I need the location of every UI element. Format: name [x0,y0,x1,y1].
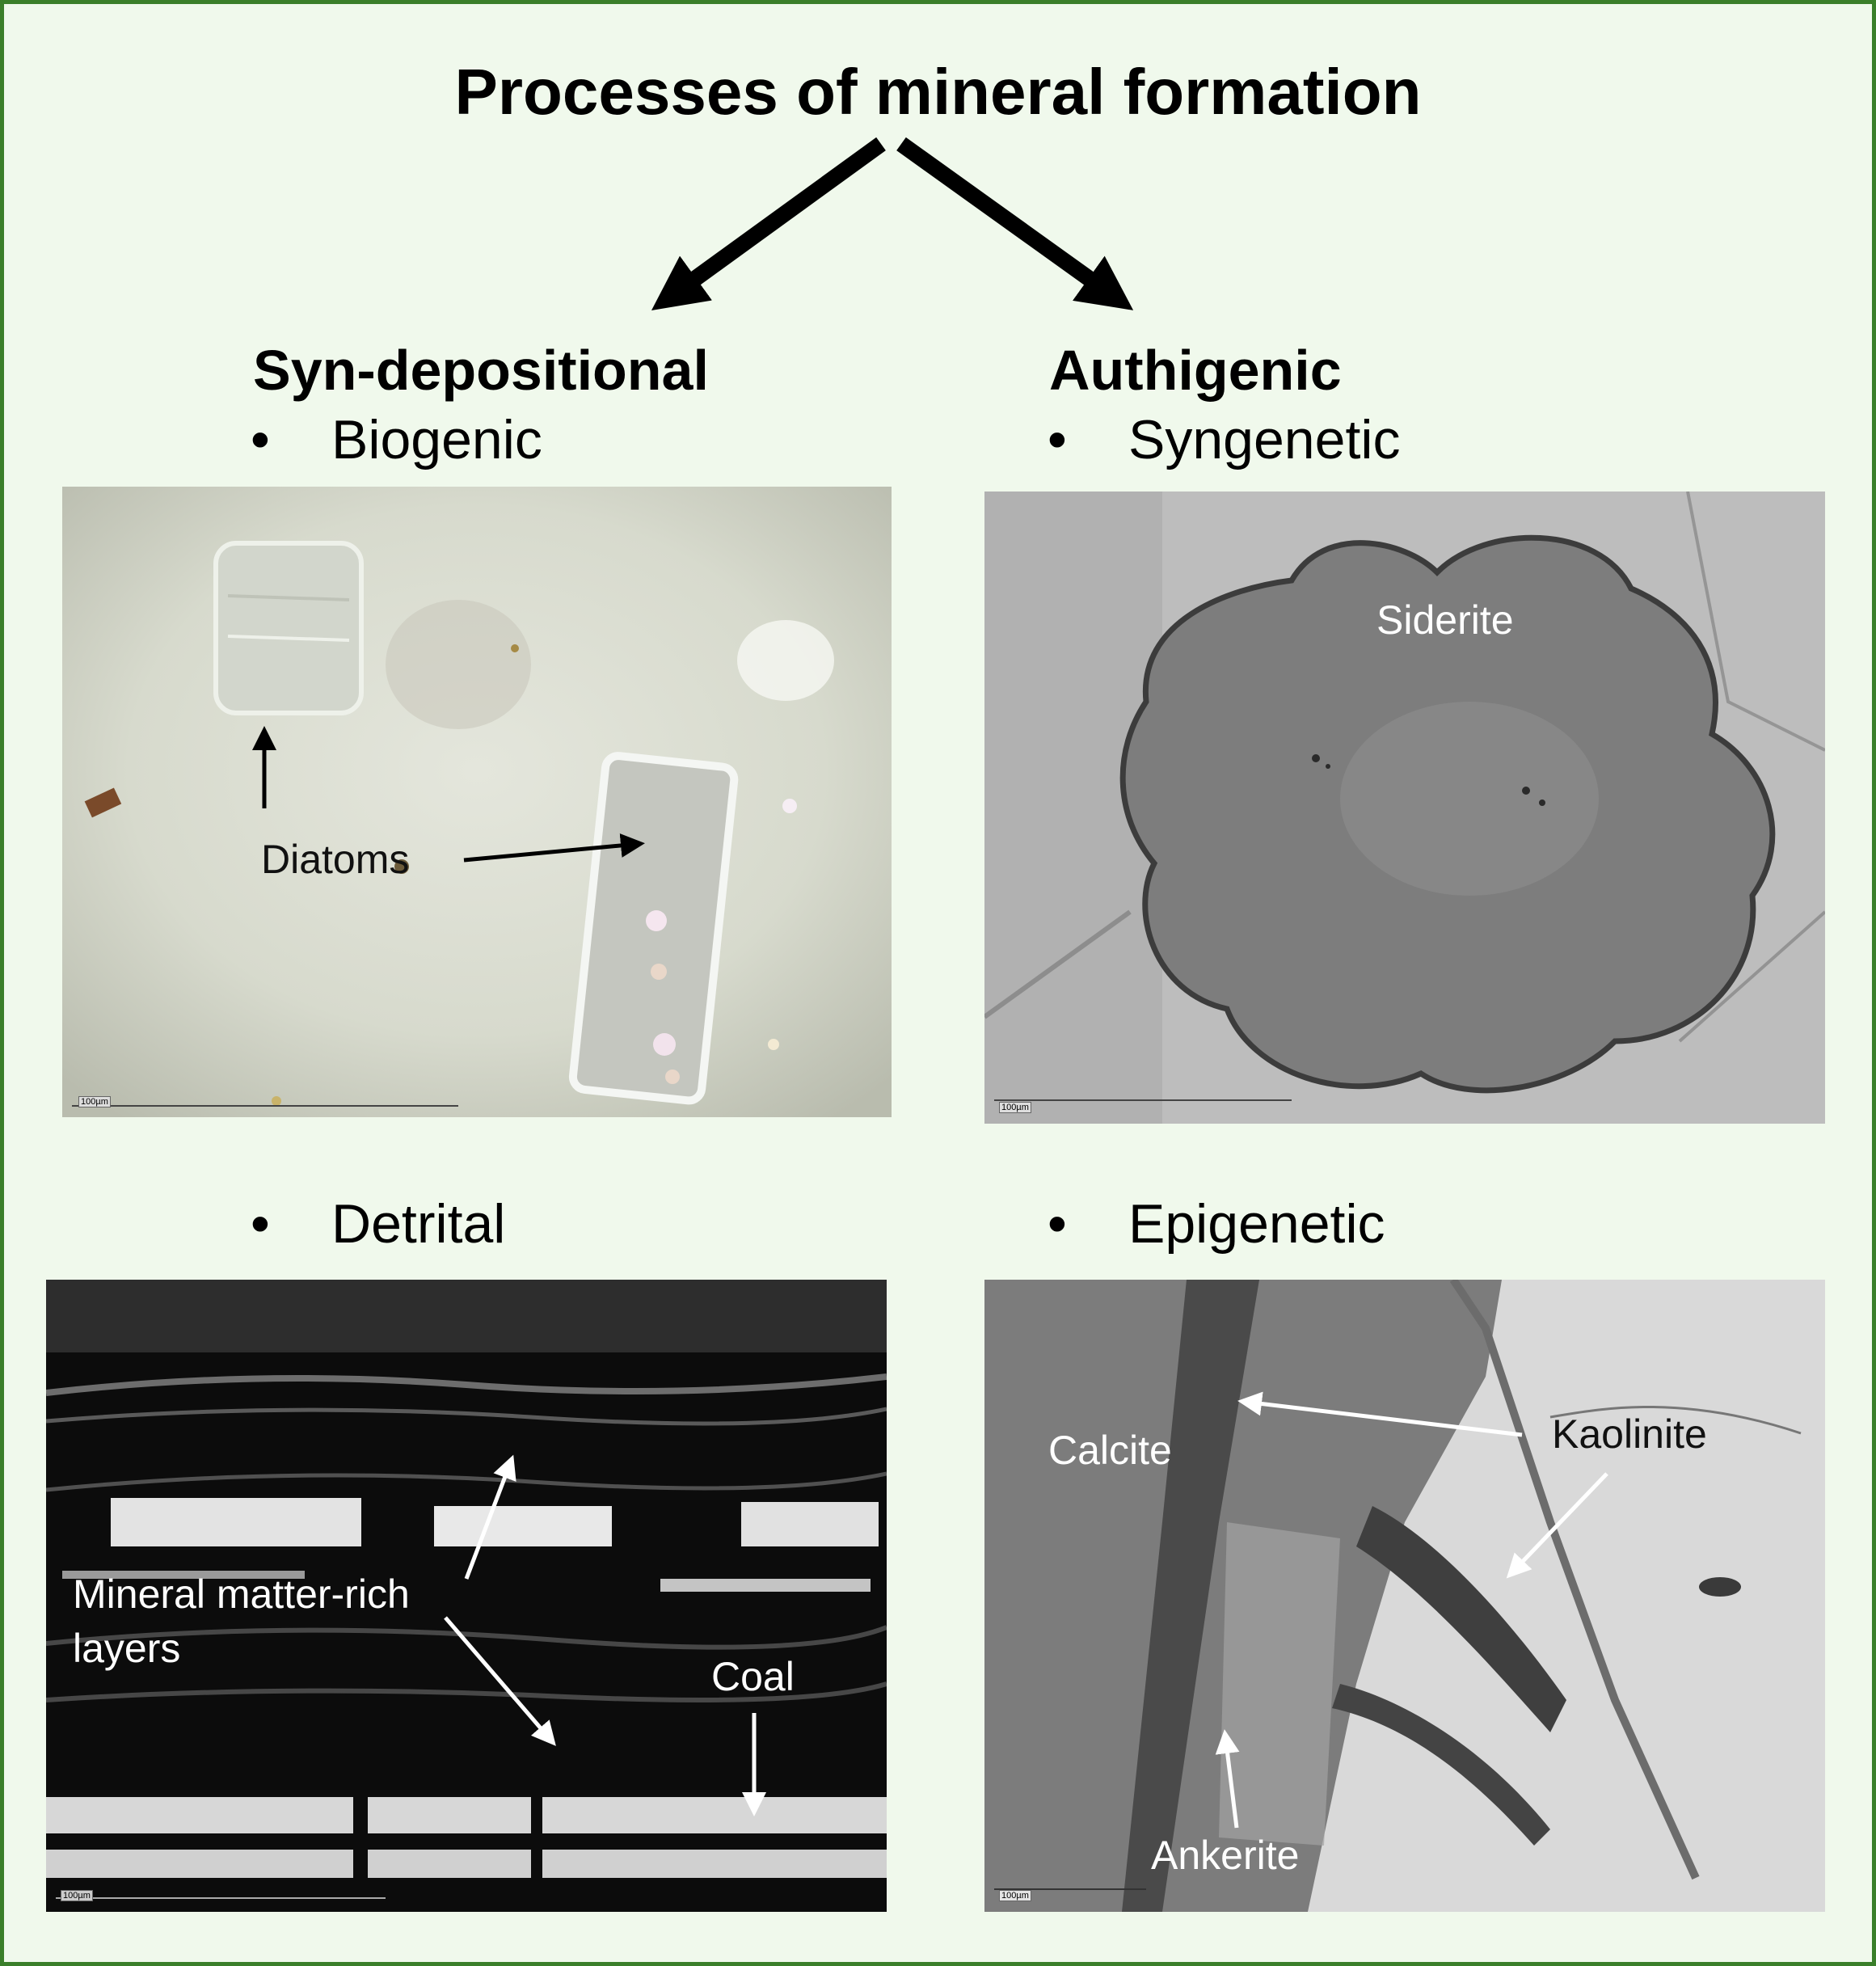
kaolinite-label: Kaolinite [1552,1411,1707,1457]
siderite-label: Siderite [1376,597,1514,643]
syngenetic-micrograph: 100µm Siderite [984,492,1825,1124]
biogenic-micrograph: 100µm Diatoms [62,487,892,1117]
branch-arrows [651,137,1134,310]
biogenic-scale-bar: 100µm [78,1096,111,1107]
detrital-micrograph: 100µm Mineral matter-rich layers Coal [46,1280,887,1912]
epigenetic-label: Epigenetic [1128,1193,1385,1255]
detrital-bullet: • Detrital [251,1192,505,1255]
mineral-matter-label-line2: layers [73,1626,181,1671]
bullet-dot: • [1048,1193,1067,1255]
detrital-scale-bar: 100µm [61,1890,93,1901]
epigenetic-scale-bar: 100µm [999,1890,1031,1901]
diatoms-label: Diatoms [261,837,410,882]
arrow-to-syn-depositional [651,137,886,310]
calcite-label: Calcite [1048,1428,1172,1473]
bullet-dot: • [251,1193,270,1255]
arrow-to-authigenic [896,137,1134,310]
syn-depositional-heading: Syn-depositional [253,339,709,402]
mineral-matter-label-line1: Mineral matter-rich [73,1572,410,1617]
bullet-dot: • [251,409,270,470]
biogenic-label: Biogenic [331,409,542,470]
detrital-label: Detrital [331,1193,506,1255]
figure-title: Processes of mineral formation [454,56,1422,128]
authigenic-heading: Authigenic [1049,339,1342,402]
syngenetic-bullet: • Syngenetic [1048,408,1400,471]
coal-label: Coal [711,1654,795,1699]
epigenetic-bullet: • Epigenetic [1048,1192,1385,1255]
syngenetic-label: Syngenetic [1128,409,1401,470]
ankerite-label: Ankerite [1151,1833,1300,1878]
syngenetic-scale-bar: 100µm [999,1102,1031,1113]
epigenetic-micrograph: 100µm Calcite Kaolinite Ankerite [984,1280,1825,1912]
bullet-dot: • [1048,409,1067,470]
biogenic-bullet: • Biogenic [251,408,542,471]
